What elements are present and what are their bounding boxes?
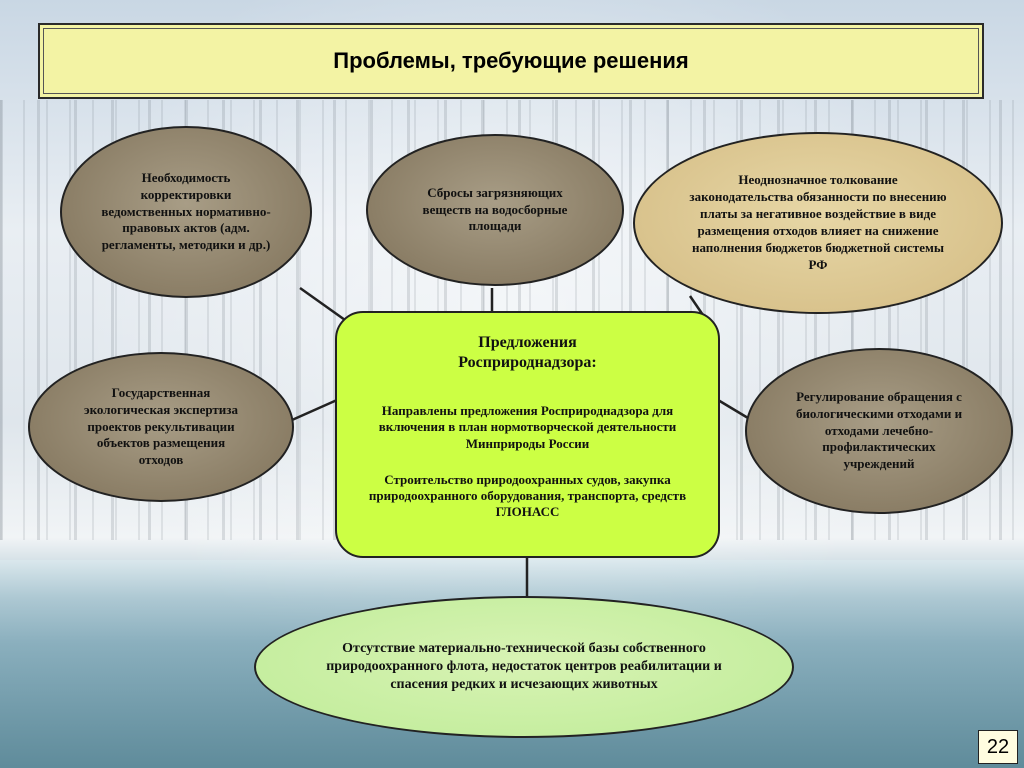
page-number: 22 [978, 730, 1018, 764]
problem-text: Неоднозначное толкование законодательств… [689, 172, 947, 272]
problem-text: Сбросы загрязняющих веществ на водосборн… [422, 184, 568, 234]
problem-text: Государственная экологическая экспертиза… [83, 384, 239, 468]
page-title: Проблемы, требующие решения [333, 48, 689, 73]
connector-mid-right [717, 398, 749, 420]
proposals-heading-line1: Предложения [478, 334, 577, 351]
problem-ellipse-top-left: Необходимость корректировки ведомственны… [60, 126, 312, 298]
proposals-box: Предложения Росприроднадзора: Направлены… [335, 311, 720, 558]
proposals-heading-line2: Росприроднадзора: [458, 354, 597, 371]
problem-ellipse-mid-right: Регулирование обращения с биологическими… [745, 348, 1013, 514]
problem-text: Отсутствие материально-технической базы … [326, 640, 722, 693]
proposals-paragraph-1: Направлены предложения Росприроднадзора … [378, 403, 677, 451]
proposals-heading: Предложения Росприроднадзора: [337, 333, 718, 373]
problem-ellipse-bottom: Отсутствие материально-технической базы … [254, 596, 794, 738]
problem-ellipse-top-right: Неоднозначное толкование законодательств… [633, 132, 1003, 314]
problem-ellipse-mid-left: Государственная экологическая экспертиза… [28, 352, 294, 502]
problem-ellipse-top-center: Сбросы загрязняющих веществ на водосборн… [366, 134, 624, 286]
connector-mid-left [291, 398, 338, 422]
problem-text: Регулирование обращения с биологическими… [795, 388, 963, 472]
proposals-paragraph-2: Строительство природоохранных судов, зак… [368, 471, 687, 520]
title-banner: Проблемы, требующие решения [38, 23, 984, 99]
connector-top-left [299, 286, 346, 322]
problem-text: Необходимость корректировки ведомственны… [101, 169, 271, 253]
